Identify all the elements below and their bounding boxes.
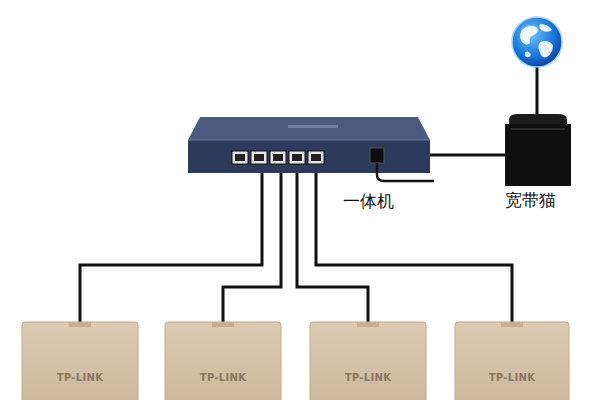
ap-shape [310, 322, 426, 400]
network-cable [80, 173, 262, 322]
router-shape [188, 117, 430, 173]
router-device: 一体机 [188, 117, 430, 173]
network-cable [430, 154, 505, 157]
panel-ap: TP-LINK [22, 322, 138, 400]
ap-shape [22, 322, 138, 400]
network-cable [316, 173, 512, 322]
brand-text: TP-LINK [22, 372, 138, 383]
internet-wire [536, 66, 539, 116]
device-label: 宽带猫 [505, 192, 556, 209]
panel-ap: TP-LINK [310, 322, 426, 400]
brand-text: TP-LINK [310, 372, 426, 383]
internet-globe [512, 17, 562, 67]
ap-shape [165, 322, 281, 400]
modem-device: 宽带猫 [505, 114, 571, 186]
panel-ap: TP-LINK [165, 322, 281, 400]
modem-shape [505, 114, 571, 186]
network-cable [223, 173, 281, 322]
brand-text: TP-LINK [165, 372, 281, 383]
brand-text: TP-LINK [455, 372, 569, 383]
panel-ap: TP-LINK [455, 322, 569, 400]
ap-shape [455, 322, 569, 400]
device-label: 一体机 [343, 193, 394, 210]
